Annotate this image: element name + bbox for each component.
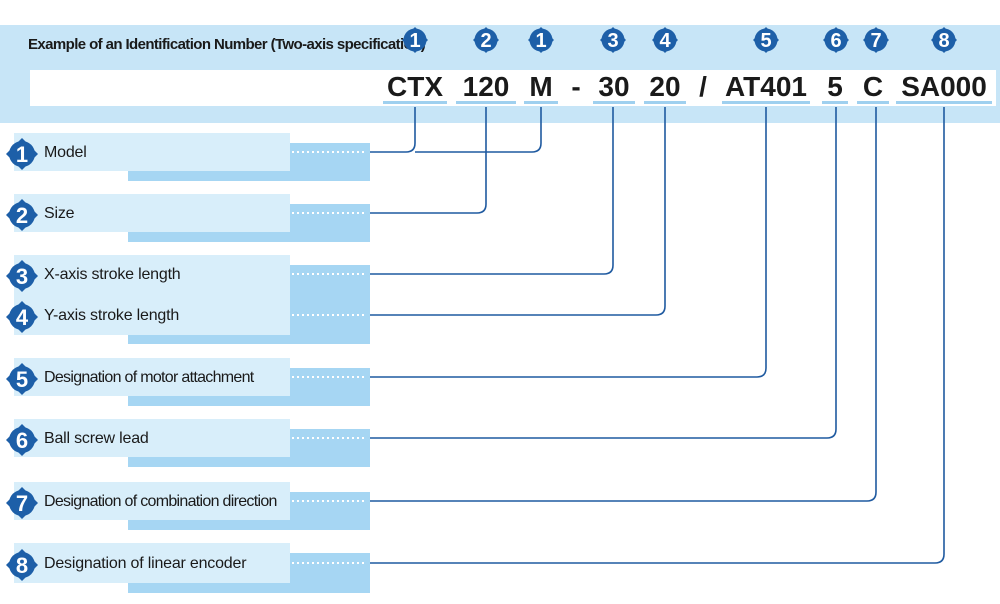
code-segment-y-stroke: 20 bbox=[649, 71, 681, 102]
code-segment-lead: 5 bbox=[827, 71, 843, 102]
code-underline bbox=[722, 101, 810, 104]
code-segment-encoder: SA000 bbox=[901, 71, 987, 102]
code-underline bbox=[524, 101, 558, 104]
badge-number: 5 bbox=[16, 367, 28, 392]
item-label-linear-encoder: Designation of linear encoder bbox=[44, 555, 247, 572]
badge-number: 8 bbox=[938, 30, 949, 52]
badge-number: 5 bbox=[760, 30, 771, 52]
code-separator-dash: - bbox=[571, 71, 581, 102]
leader-line-model-suffix bbox=[415, 107, 542, 153]
badge-number: 1 bbox=[409, 30, 420, 52]
code-underline bbox=[456, 101, 516, 104]
leader-line-combination-direction bbox=[370, 107, 877, 502]
code-segment-motor-attachment: AT401 bbox=[725, 71, 807, 102]
header-title: Example of an Identification Number (Two… bbox=[28, 36, 426, 53]
code-underline bbox=[593, 101, 635, 104]
row-badge-6: 6 bbox=[6, 424, 38, 456]
item-label-ball-screw-lead: Ball screw lead bbox=[44, 430, 149, 447]
code-strip bbox=[30, 70, 996, 106]
row-box-combination-direction bbox=[14, 482, 370, 530]
item-label-x-stroke: X-axis stroke length bbox=[44, 266, 181, 283]
badge-number: 8 bbox=[16, 553, 28, 578]
header-badge-8: 8 bbox=[931, 27, 957, 53]
code-underline bbox=[644, 101, 686, 104]
badge-number: 1 bbox=[535, 30, 546, 52]
leader-line-x-stroke bbox=[370, 107, 614, 275]
header-badge-1a: 1 bbox=[402, 27, 428, 53]
code-underline bbox=[857, 101, 889, 104]
badge-number: 4 bbox=[16, 305, 29, 330]
badge-number: 2 bbox=[16, 203, 28, 228]
row-box-size bbox=[14, 194, 370, 242]
leader-line-ball-screw-lead bbox=[370, 107, 837, 439]
row-box-stroke-lengths bbox=[14, 255, 370, 344]
row-badge-8: 8 bbox=[6, 549, 38, 581]
code-separator-slash: / bbox=[699, 71, 707, 102]
header-badge-3: 3 bbox=[600, 27, 626, 53]
code-segment-model-prefix: CTX bbox=[387, 71, 443, 102]
header-badge-7: 7 bbox=[863, 27, 889, 53]
code-underline bbox=[822, 101, 848, 104]
item-label-motor-attachment: Designation of motor attachment bbox=[44, 369, 254, 386]
badge-number: 6 bbox=[830, 30, 841, 52]
leader-line-y-stroke bbox=[370, 107, 666, 316]
row-box-motor-attachment bbox=[14, 358, 370, 406]
leader-line-size bbox=[370, 107, 487, 214]
header-badge-4: 4 bbox=[652, 27, 678, 53]
header-badge-5: 5 bbox=[753, 27, 779, 53]
header-badge-1b: 1 bbox=[528, 27, 554, 53]
code-segment-size: 120 bbox=[462, 71, 510, 102]
header-badge-2: 2 bbox=[473, 27, 499, 53]
leader-line-linear-encoder bbox=[370, 107, 945, 564]
item-label-y-stroke: Y-axis stroke length bbox=[44, 307, 180, 324]
row-badge-3: 3 bbox=[6, 260, 38, 292]
badge-number: 7 bbox=[870, 30, 881, 52]
badge-number: 4 bbox=[659, 30, 671, 52]
item-label-combination-direction: Designation of combination direction bbox=[44, 493, 277, 510]
code-segment-model-suffix: M bbox=[529, 71, 553, 102]
leader-line-motor-attachment bbox=[370, 107, 767, 378]
leader-lines bbox=[370, 107, 945, 564]
code-underline bbox=[896, 101, 992, 104]
badge-number: 2 bbox=[480, 30, 491, 52]
row-badge-4: 4 bbox=[6, 301, 38, 333]
badge-number: 7 bbox=[16, 491, 28, 516]
badge-number: 1 bbox=[16, 142, 28, 167]
row-badge-2: 2 bbox=[6, 199, 38, 231]
item-label-size: Size bbox=[44, 205, 75, 222]
code-segment-direction: C bbox=[862, 71, 884, 102]
item-label-model: Model bbox=[44, 144, 87, 161]
row-box-model bbox=[14, 133, 370, 181]
code-segment-x-stroke: 30 bbox=[598, 71, 630, 102]
code-underline bbox=[383, 101, 447, 104]
badge-number: 3 bbox=[607, 30, 618, 52]
row-box-linear-encoder bbox=[14, 543, 370, 593]
badge-number: 6 bbox=[16, 428, 28, 453]
row-badge-1: 1 bbox=[6, 138, 38, 170]
leader-line-model bbox=[370, 107, 416, 153]
row-badge-5: 5 bbox=[6, 363, 38, 395]
row-badge-7: 7 bbox=[6, 487, 38, 519]
header-badge-6: 6 bbox=[823, 27, 849, 53]
badge-number: 3 bbox=[16, 264, 28, 289]
row-box-ball-screw-lead bbox=[14, 419, 370, 467]
